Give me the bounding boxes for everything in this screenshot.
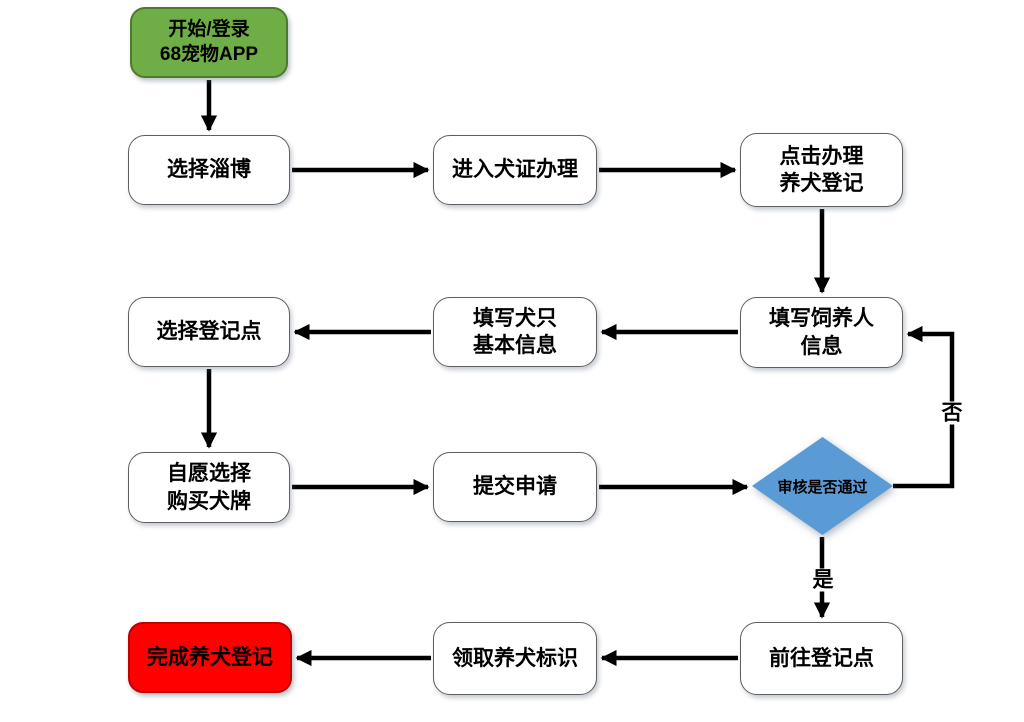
node-click-dog-registration: 点击办理 养犬登记 xyxy=(740,133,903,207)
node-fill-dog-info: 填写犬只 基本信息 xyxy=(433,297,597,367)
node-fill-owner-info: 填写饲养人 信息 xyxy=(740,297,903,368)
node-voluntary-buy-dog-tag: 自愿选择 购买犬牌 xyxy=(128,452,290,523)
node-goto-registration-point: 前往登记点 xyxy=(740,622,903,695)
edge-label-no: 否 xyxy=(938,401,966,425)
node-start-login-app: 开始/登录 68宠物APP xyxy=(130,7,288,78)
node-enter-dog-license: 进入犬证办理 xyxy=(433,135,597,205)
node-select-zibo: 选择淄博 xyxy=(128,135,290,205)
node-decision-review-passed: 审核是否通过 xyxy=(752,437,893,535)
node-submit-application: 提交申请 xyxy=(433,452,597,522)
decision-diamond-shape: 审核是否通过 xyxy=(752,437,893,535)
node-select-registration-point: 选择登记点 xyxy=(128,297,290,367)
node-receive-dog-id: 领取养犬标识 xyxy=(433,622,597,695)
edge-label-yes: 是 xyxy=(809,568,837,592)
node-complete-dog-registration: 完成养犬登记 xyxy=(128,622,292,693)
